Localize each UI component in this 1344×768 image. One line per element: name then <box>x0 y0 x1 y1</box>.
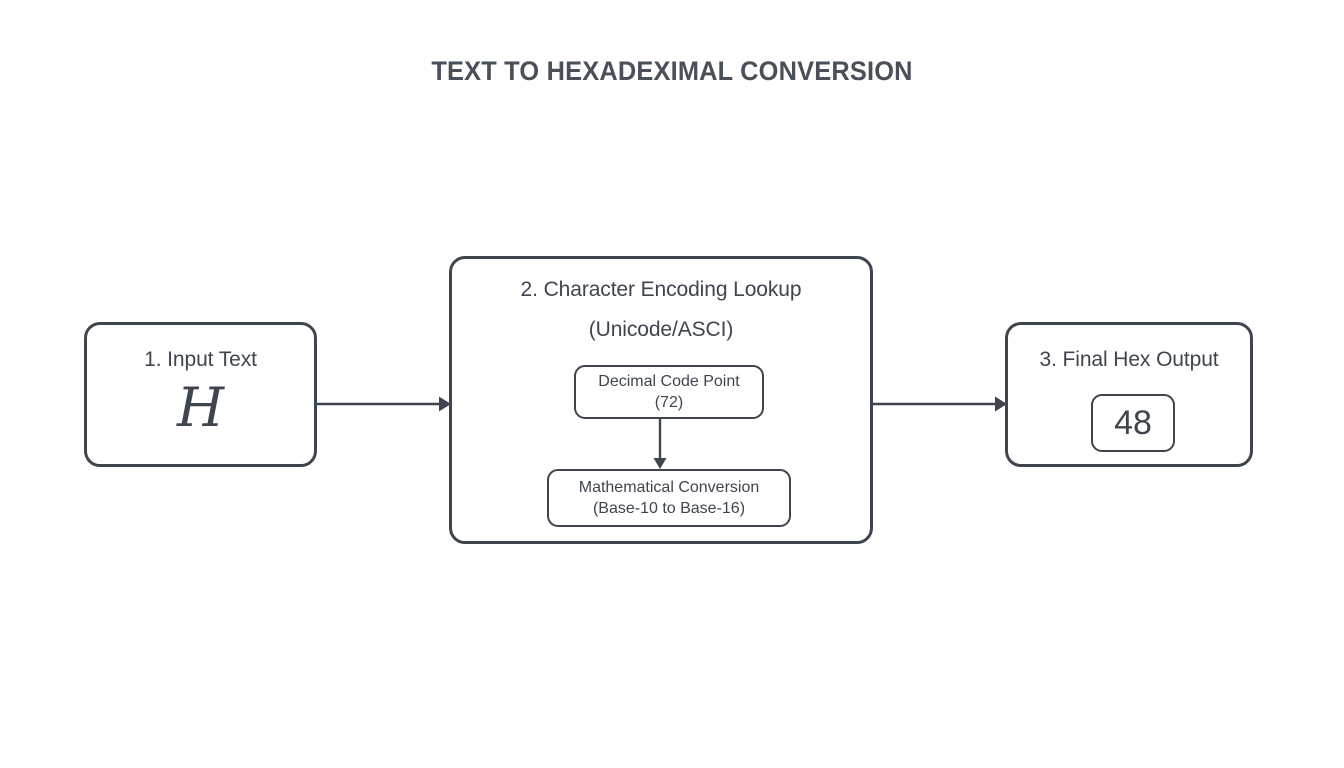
page-title: TEXT TO HEXADEXIMAL CONVERSION <box>431 56 913 86</box>
mathematical-conversion-label: Mathematical Conversion <box>578 478 760 496</box>
step-1-input-text-box: 1. Input Text H <box>84 322 317 467</box>
arrow-codepoint-to-conversion <box>650 419 670 469</box>
mathematical-conversion-box: Mathematical Conversion (Base-10 to Base… <box>547 469 791 527</box>
step-2-sublabel: (Unicode/ASCI) <box>588 318 734 341</box>
decimal-code-point-label: Decimal Code Point <box>598 372 740 390</box>
step-2-character-encoding-lookup-box: 2. Character Encoding Lookup (Unicode/AS… <box>449 256 873 544</box>
step-2-label: 2. Character Encoding Lookup <box>520 278 802 301</box>
input-character-glyph: H <box>176 376 225 439</box>
decimal-code-point-value: (72) <box>654 394 684 411</box>
decimal-code-point-box: Decimal Code Point (72) <box>574 365 764 419</box>
mathematical-conversion-detail: (Base-10 to Base-16) <box>592 500 746 517</box>
hex-output-value: 48 <box>1114 404 1152 442</box>
step-3-final-hex-output-box: 3. Final Hex Output 48 <box>1005 322 1253 467</box>
arrow-input-to-lookup <box>317 389 451 419</box>
step-3-label: 3. Final Hex Output <box>1039 348 1219 371</box>
arrow-lookup-to-output <box>871 389 1007 419</box>
step-1-label: 1. Input Text <box>144 348 257 371</box>
hex-output-value-box: 48 <box>1091 394 1175 452</box>
